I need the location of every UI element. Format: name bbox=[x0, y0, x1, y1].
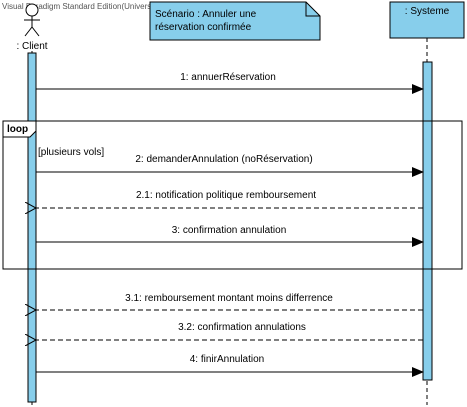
message-label-3-1: 3.1: remboursement montant moins differr… bbox=[125, 293, 333, 304]
loop-guard: [plusieurs vols] bbox=[38, 147, 104, 158]
loop-keyword: loop bbox=[7, 124, 28, 135]
message-label-3: 3: confirmation annulation bbox=[172, 225, 287, 236]
note-text-line1: Scénario : Annuler une bbox=[155, 9, 257, 20]
note-text-line2: réservation confirmée bbox=[155, 22, 252, 33]
system-label: : Systeme bbox=[405, 6, 450, 17]
message-label-1: 1: annuerRéservation bbox=[180, 72, 276, 83]
message-label-2: 2: demanderAnnulation (noRéservation) bbox=[135, 154, 312, 165]
message-label-3-2: 3.2: confirmation annulations bbox=[178, 322, 306, 333]
system-lifeline-head[interactable] bbox=[389, 1, 465, 39]
actor-label: : Client bbox=[16, 41, 47, 52]
system-activation-bar bbox=[422, 61, 433, 381]
message-label-2-1: 2.1: notification politique remboursemen… bbox=[136, 190, 316, 201]
actor-activation-bar bbox=[27, 52, 37, 403]
message-label-4: 4: finirAnnulation bbox=[190, 354, 265, 365]
watermark-text: Visual Paradigm Standard Edition(Univers… bbox=[2, 2, 206, 11]
loop-fragment[interactable] bbox=[2, 120, 463, 270]
scenario-note[interactable] bbox=[149, 1, 321, 41]
actor-icon[interactable] bbox=[24, 3, 40, 37]
